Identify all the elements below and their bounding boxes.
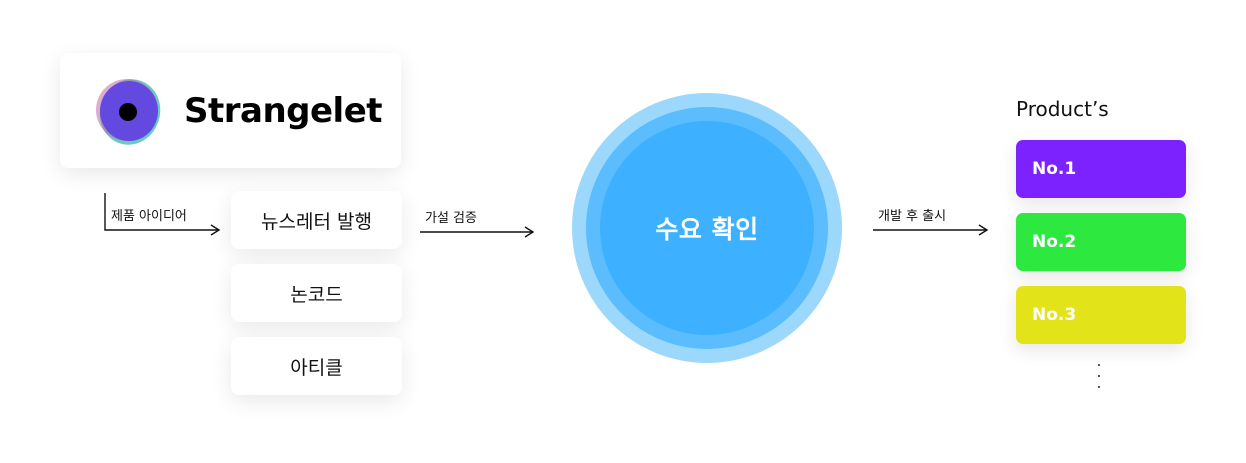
brand-card: Strangelet (60, 53, 401, 168)
product-no3: No.3 (1016, 286, 1186, 344)
arrow-idea-label: 제품 아이디어 (111, 209, 187, 224)
logo-core (119, 102, 137, 121)
brand-name: Strangelet (184, 90, 383, 131)
arrow-release (873, 224, 989, 236)
channel-nocode: 논코드 (231, 264, 402, 322)
product-no1-label: No.1 (1032, 159, 1077, 179)
channel-newsletter: 뉴스레터 발행 (231, 191, 402, 249)
channel-newsletter-label: 뉴스레터 발행 (261, 210, 372, 233)
product-no1: No.1 (1016, 140, 1186, 198)
ellipsis-dot (1098, 375, 1100, 377)
products-title: Product’s (1016, 97, 1109, 121)
arrow-hypothesis (420, 226, 535, 238)
product-no3-label: No.3 (1032, 305, 1077, 325)
arrow-hypothesis-label: 가설 검증 (425, 211, 477, 226)
product-no2-label: No.2 (1032, 232, 1077, 252)
channel-nocode-label: 논코드 (290, 283, 343, 306)
circle-core: 수요 확인 (600, 121, 814, 335)
channel-article-label: 아티클 (290, 356, 343, 379)
ellipsis-dot (1098, 364, 1100, 366)
arrow-release-label: 개발 후 출시 (878, 209, 947, 224)
demand-check-circle: 수요 확인 (572, 93, 842, 363)
channel-article: 아티클 (231, 337, 402, 395)
ellipsis-dot (1098, 386, 1100, 388)
demand-check-label: 수요 확인 (655, 215, 759, 244)
arrow-idea (104, 193, 221, 236)
strangelet-logo-icon (96, 78, 161, 145)
product-no2: No.2 (1016, 213, 1186, 271)
vertical-ellipsis-icon (1094, 364, 1104, 388)
